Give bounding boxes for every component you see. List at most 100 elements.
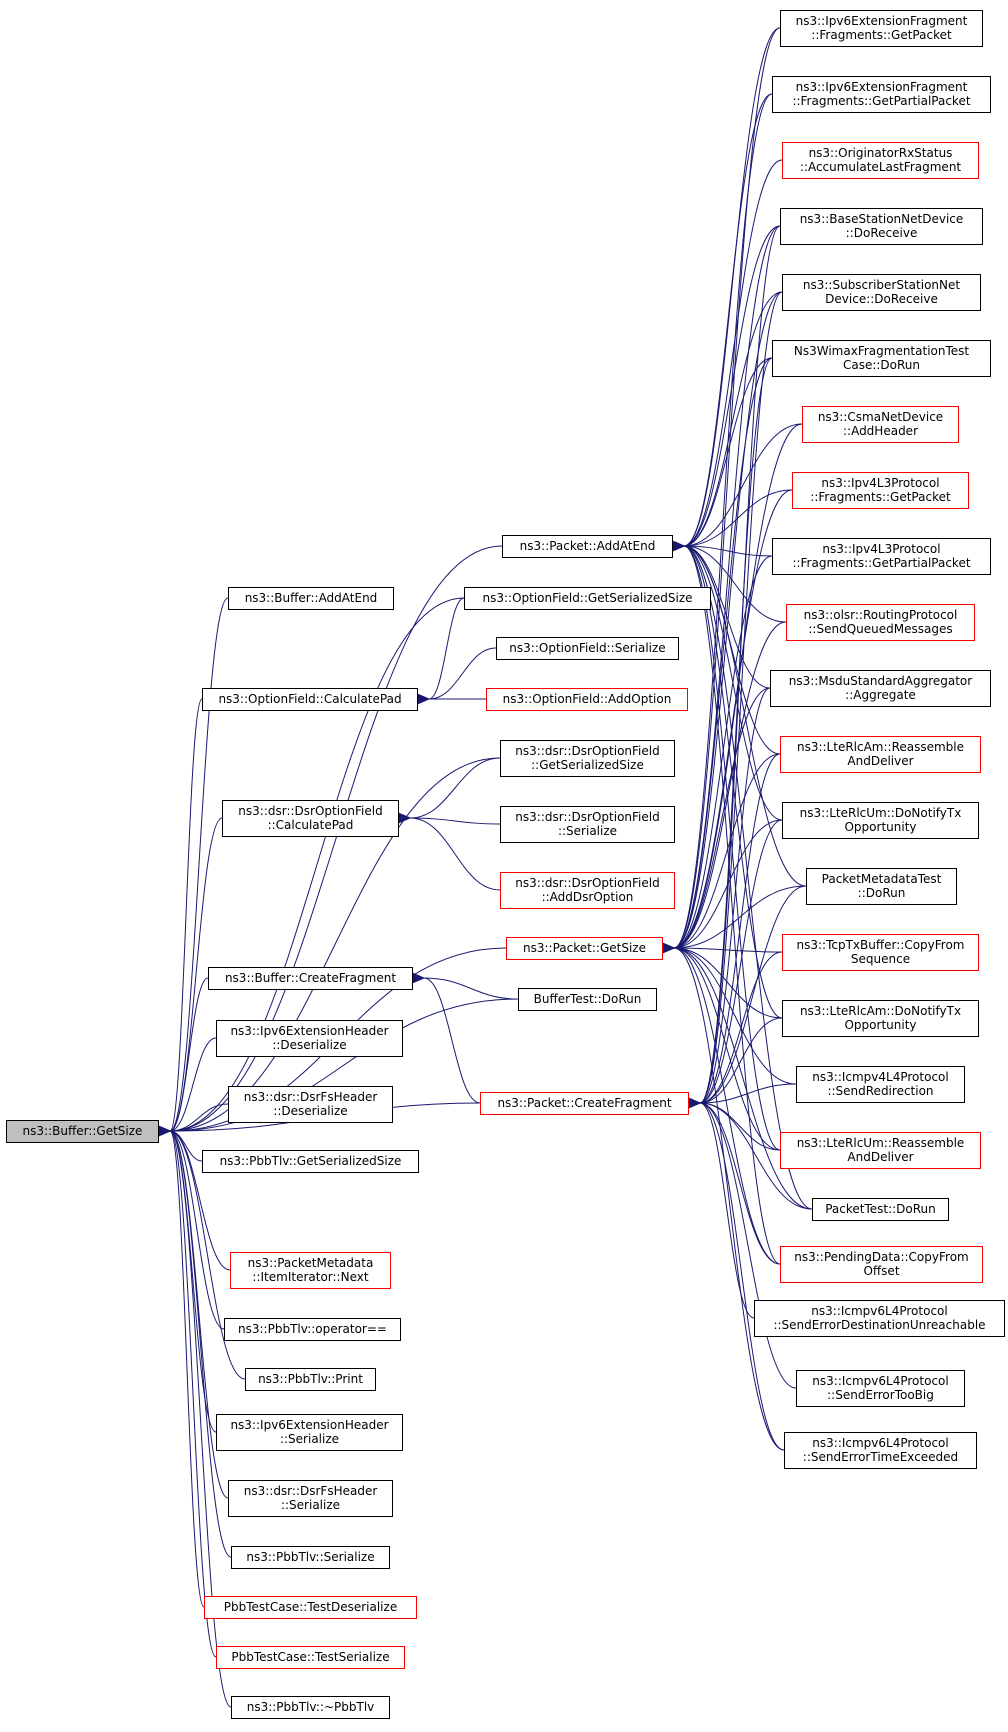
edge-r10-to-pkt-addatend <box>670 539 787 623</box>
edge-pbbtc-deser-to-root <box>156 1124 205 1608</box>
edge-r19-to-pkt-createfrag <box>686 1096 813 1210</box>
node-label: ns3::Ipv4L3Protocol <box>821 476 939 490</box>
node-of-calcpad[interactable]: ns3::OptionField::CalculatePad <box>202 688 418 711</box>
edge-r22-to-pkt-createfrag <box>686 1096 797 1389</box>
edge-of-calcpad-to-root <box>156 698 203 1138</box>
node-label: PbbTestCase::TestSerialize <box>231 1650 389 1664</box>
node-box <box>802 406 959 443</box>
node-box <box>782 934 979 971</box>
node-pbbtc-ser[interactable]: PbbTestCase::TestSerialize <box>216 1646 405 1669</box>
node-ipv6ext-deser[interactable]: ns3::Ipv6ExtensionHeader::Deserialize <box>216 1020 403 1057</box>
node-r9[interactable]: ns3::Ipv4L3Protocol::Fragments::GetParti… <box>772 538 991 575</box>
node-r2[interactable]: ns3::Ipv6ExtensionFragment::Fragments::G… <box>772 76 991 113</box>
node-r23[interactable]: ns3::Icmpv6L4Protocol::SendErrorTimeExce… <box>784 1432 977 1469</box>
node-label: ::DoReceive <box>846 226 918 240</box>
node-label: ns3::PbbTlv::Print <box>258 1372 363 1386</box>
edge-r19-to-pkt-addatend <box>670 539 813 1210</box>
node-box <box>780 10 983 47</box>
node-dsr-calcpad[interactable]: ns3::dsr::DsrOptionField::CalculatePad <box>222 800 399 837</box>
node-pbbtc-deser[interactable]: PbbTestCase::TestDeserialize <box>204 1596 417 1619</box>
node-dsrfs-deser[interactable]: ns3::dsr::DsrFsHeader::Deserialize <box>228 1086 393 1123</box>
edge-r17-to-pkt-getsize <box>660 941 797 1085</box>
node-label: ::GetSerializedSize <box>531 758 644 772</box>
node-dsrfs-ser[interactable]: ns3::dsr::DsrFsHeader::Serialize <box>228 1480 393 1517</box>
node-r14[interactable]: PacketMetadataTest::DoRun <box>806 868 957 905</box>
node-r3[interactable]: ns3::OriginatorRxStatus::AccumulateLastF… <box>782 142 979 179</box>
edge-r20-to-pkt-createfrag <box>686 1096 781 1265</box>
node-r17[interactable]: ns3::Icmpv4L4Protocol::SendRedirection <box>796 1066 965 1103</box>
edge-r2-to-pkt-getsize <box>660 93 773 955</box>
node-r19[interactable]: PacketTest::DoRun <box>812 1198 949 1221</box>
node-r4[interactable]: ns3::BaseStationNetDevice::DoReceive <box>780 208 983 245</box>
node-label: ns3::OptionField::CalculatePad <box>218 692 401 706</box>
node-box <box>782 1000 979 1037</box>
node-box <box>500 806 675 843</box>
node-label: ns3::OptionField::GetSerializedSize <box>482 591 692 605</box>
edge-dsrfs-deser-to-root <box>156 1103 229 1138</box>
node-pbb-eq[interactable]: ns3::PbbTlv::operator== <box>224 1318 401 1341</box>
node-box <box>480 1092 689 1115</box>
node-pkt-createfrag[interactable]: ns3::Packet::CreateFragment <box>480 1092 689 1115</box>
node-ipv6ext-ser[interactable]: ns3::Ipv6ExtensionHeader::Serialize <box>216 1414 403 1451</box>
node-of-ser[interactable]: ns3::OptionField::Serialize <box>496 637 679 660</box>
node-label: ::Fragments::GetPacket <box>811 28 952 42</box>
node-label: PbbTestCase::TestDeserialize <box>224 1600 397 1614</box>
node-box <box>780 736 981 773</box>
node-label: ns3::BaseStationNetDevice <box>800 212 964 226</box>
edge-r17-to-pkt-createfrag <box>686 1083 797 1110</box>
node-r7[interactable]: ns3::CsmaNetDevice::AddHeader <box>802 406 959 443</box>
node-label: ns3::LteRlcAm::DoNotifyTx <box>800 1004 961 1018</box>
edge-r16-to-pkt-createfrag <box>686 1017 783 1110</box>
node-box <box>202 1150 419 1173</box>
node-label: Sequence <box>851 952 910 966</box>
node-label: ::SendErrorTimeExceeded <box>803 1450 958 1464</box>
node-label: ns3::dsr::DsrOptionField <box>515 810 659 824</box>
node-pbb-print[interactable]: ns3::PbbTlv::Print <box>245 1368 376 1391</box>
node-pbb-getser[interactable]: ns3::PbbTlv::GetSerializedSize <box>202 1150 419 1173</box>
node-r22[interactable]: ns3::Icmpv6L4Protocol::SendErrorTooBig <box>796 1370 965 1407</box>
edge-buftest-to-buf-createfrag <box>410 971 519 1000</box>
edge-r16-to-pkt-getsize <box>660 941 783 1019</box>
node-label: ::CalculatePad <box>268 818 354 832</box>
node-pkt-getsize[interactable]: ns3::Packet::GetSize <box>506 937 663 960</box>
node-r21[interactable]: ns3::Icmpv6L4Protocol::SendErrorDestinat… <box>754 1300 1005 1337</box>
node-box <box>464 587 711 610</box>
node-pkt-addatend[interactable]: ns3::Packet::AddAtEnd <box>502 535 673 558</box>
node-label: Ns3WimaxFragmentationTest <box>794 344 970 358</box>
node-of-addopt[interactable]: ns3::OptionField::AddOption <box>486 688 688 711</box>
node-r10[interactable]: ns3::olsr::RoutingProtocol::SendQueuedMe… <box>786 604 975 641</box>
edge-r15-to-pkt-createfrag <box>686 951 783 1110</box>
node-label: ::Fragments::GetPartialPacket <box>792 94 970 108</box>
node-dsr-addopt[interactable]: ns3::dsr::DsrOptionField::AddDsrOption <box>500 872 675 909</box>
node-r5[interactable]: ns3::SubscriberStationNetDevice::DoRecei… <box>782 274 981 311</box>
node-label: ns3::dsr::DsrOptionField <box>515 876 659 890</box>
node-r8[interactable]: ns3::Ipv4L3Protocol::Fragments::GetPacke… <box>792 472 969 509</box>
node-label: ns3::PbbTlv::operator== <box>238 1322 387 1336</box>
node-pbb-ser[interactable]: ns3::PbbTlv::Serialize <box>231 1546 390 1569</box>
node-buf-addatend[interactable]: ns3::Buffer::AddAtEnd <box>228 587 394 610</box>
node-label: ns3::LteRlcUm::DoNotifyTx <box>800 806 962 820</box>
node-buftest[interactable]: BufferTest::DoRun <box>518 988 657 1011</box>
node-dsr-ser[interactable]: ns3::dsr::DsrOptionField::Serialize <box>500 806 675 843</box>
node-pmd-next[interactable]: ns3::PacketMetadata::ItemIterator::Next <box>230 1252 391 1289</box>
edge-r1-to-pkt-getsize <box>660 27 781 955</box>
node-r11[interactable]: ns3::MsduStandardAggregator::Aggregate <box>770 670 991 707</box>
node-dsr-getser[interactable]: ns3::dsr::DsrOptionField::GetSerializedS… <box>500 740 675 777</box>
node-buf-createfrag[interactable]: ns3::Buffer::CreateFragment <box>208 967 413 990</box>
node-of-getser[interactable]: ns3::OptionField::GetSerializedSize <box>464 587 711 610</box>
edge-r14-to-pkt-getsize <box>660 885 807 955</box>
node-label: Offset <box>863 1264 899 1278</box>
node-pbb-dtor[interactable]: ns3::PbbTlv::~PbbTlv <box>231 1696 390 1719</box>
edge-r21-to-pkt-createfrag <box>686 1096 755 1319</box>
node-label: ns3::Buffer::CreateFragment <box>225 971 396 985</box>
node-r1[interactable]: ns3::Ipv6ExtensionFragment::Fragments::G… <box>780 10 983 47</box>
edge-r11-to-pkt-getsize <box>660 687 771 955</box>
